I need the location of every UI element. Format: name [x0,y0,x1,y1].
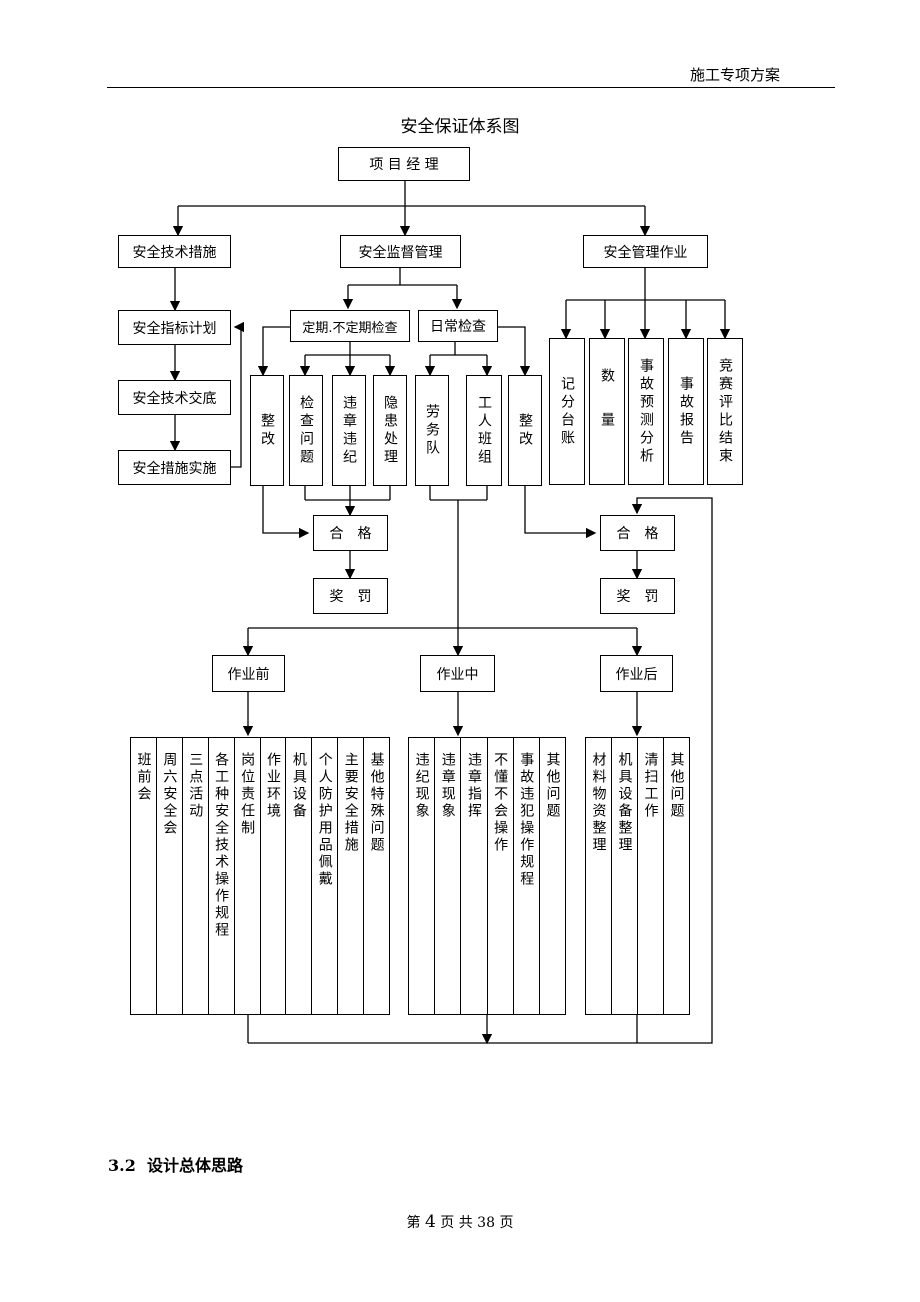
node-labor-team: 劳务队 [415,375,449,486]
footer-prefix: 第 [406,1215,421,1231]
footer-total-pages: 38 [477,1215,495,1231]
node-hazard-handling: 隐患处理 [373,375,407,486]
node-accident-report: 事故报告 [668,338,704,485]
node-pass-1: 合 格 [313,515,388,551]
before-item: 班前会 [131,738,157,1014]
before-item: 作业环境 [261,738,287,1014]
node-daily-check: 日常检查 [418,310,498,342]
before-item: 主要安全措施 [338,738,365,1014]
during-work-items: 违纪现象 违章现象 违章指挥 不懂不会操作 事故违犯操作规程 其他问题 [408,737,566,1015]
node-before-work: 作业前 [212,655,285,692]
after-item: 清扫工作 [638,738,664,1014]
node-project-manager: 项 目 经 理 [338,147,470,181]
node-quantity: 数量 [589,338,625,485]
node-during-work: 作业中 [420,655,495,692]
node-check-issues: 检查问题 [289,375,323,486]
node-safety-tech-measures: 安全技术措施 [118,235,231,268]
node-reward-penalty-2: 奖 罚 [600,578,675,614]
node-pass-2: 合 格 [600,515,675,551]
during-item: 违章指挥 [461,738,488,1014]
section-number: 3.2 [108,1156,136,1175]
before-item: 三点活动 [183,738,209,1014]
node-accident-prediction: 事故预测分析 [628,338,664,485]
section-heading: 3.2 设计总体思路 [108,1152,243,1176]
before-item: 岗位责任制 [235,738,261,1014]
node-safety-supervision: 安全监督管理 [340,235,461,268]
header-rule [107,87,835,88]
node-violations: 违章违纪 [332,375,366,486]
node-rectify-1: 整改 [250,375,284,486]
before-item: 机具设备 [286,738,313,1014]
after-item: 其他问题 [668,752,685,820]
during-item: 违章现象 [435,738,462,1014]
node-safety-implementation: 安全措施实施 [118,450,231,485]
header-title: 施工专项方案 [689,66,780,84]
before-item: 个人防护用品佩戴 [312,738,339,1014]
node-periodic-check: 定期.不定期检查 [290,310,410,342]
node-rectify-2: 整改 [508,375,542,486]
node-contest-end: 竞赛评比结束 [707,338,743,485]
diagram-title: 安全保证体系图 [400,117,520,137]
footer-suffix: 页 [499,1215,514,1231]
node-worker-team: 工人班组 [466,375,502,486]
during-item: 其他问题 [544,752,561,820]
node-safety-tech-handover: 安全技术交底 [118,380,231,415]
page-footer: 第 4 页 共 38 页 [300,1212,620,1232]
node-safety-indicator-plan: 安全指标计划 [118,310,231,345]
node-safety-mgmt-work: 安全管理作业 [583,235,708,268]
before-item: 各工种安全技术操作规程 [209,738,235,1014]
section-title: 设计总体思路 [146,1156,243,1175]
after-item: 材料物资整理 [586,738,612,1014]
before-work-items: 班前会 周六安全会 三点活动 各工种安全技术操作规程 岗位责任制 作业环境 机具… [130,737,390,1015]
footer-mid: 页 共 [440,1215,473,1231]
after-item: 机具设备整理 [612,738,638,1014]
after-work-items: 材料物资整理 机具设备整理 清扫工作 其他问题 [585,737,690,1015]
before-item: 基他特殊问题 [368,752,385,854]
during-item: 事故违犯操作规程 [514,738,540,1014]
during-item: 不懂不会操作 [488,738,514,1014]
node-after-work: 作业后 [600,655,673,692]
before-item: 周六安全会 [157,738,183,1014]
footer-page-number: 4 [424,1212,436,1232]
node-reward-penalty-1: 奖 罚 [313,578,388,614]
node-score-ledger: 记分台账 [549,338,585,485]
during-item: 违纪现象 [409,738,436,1014]
